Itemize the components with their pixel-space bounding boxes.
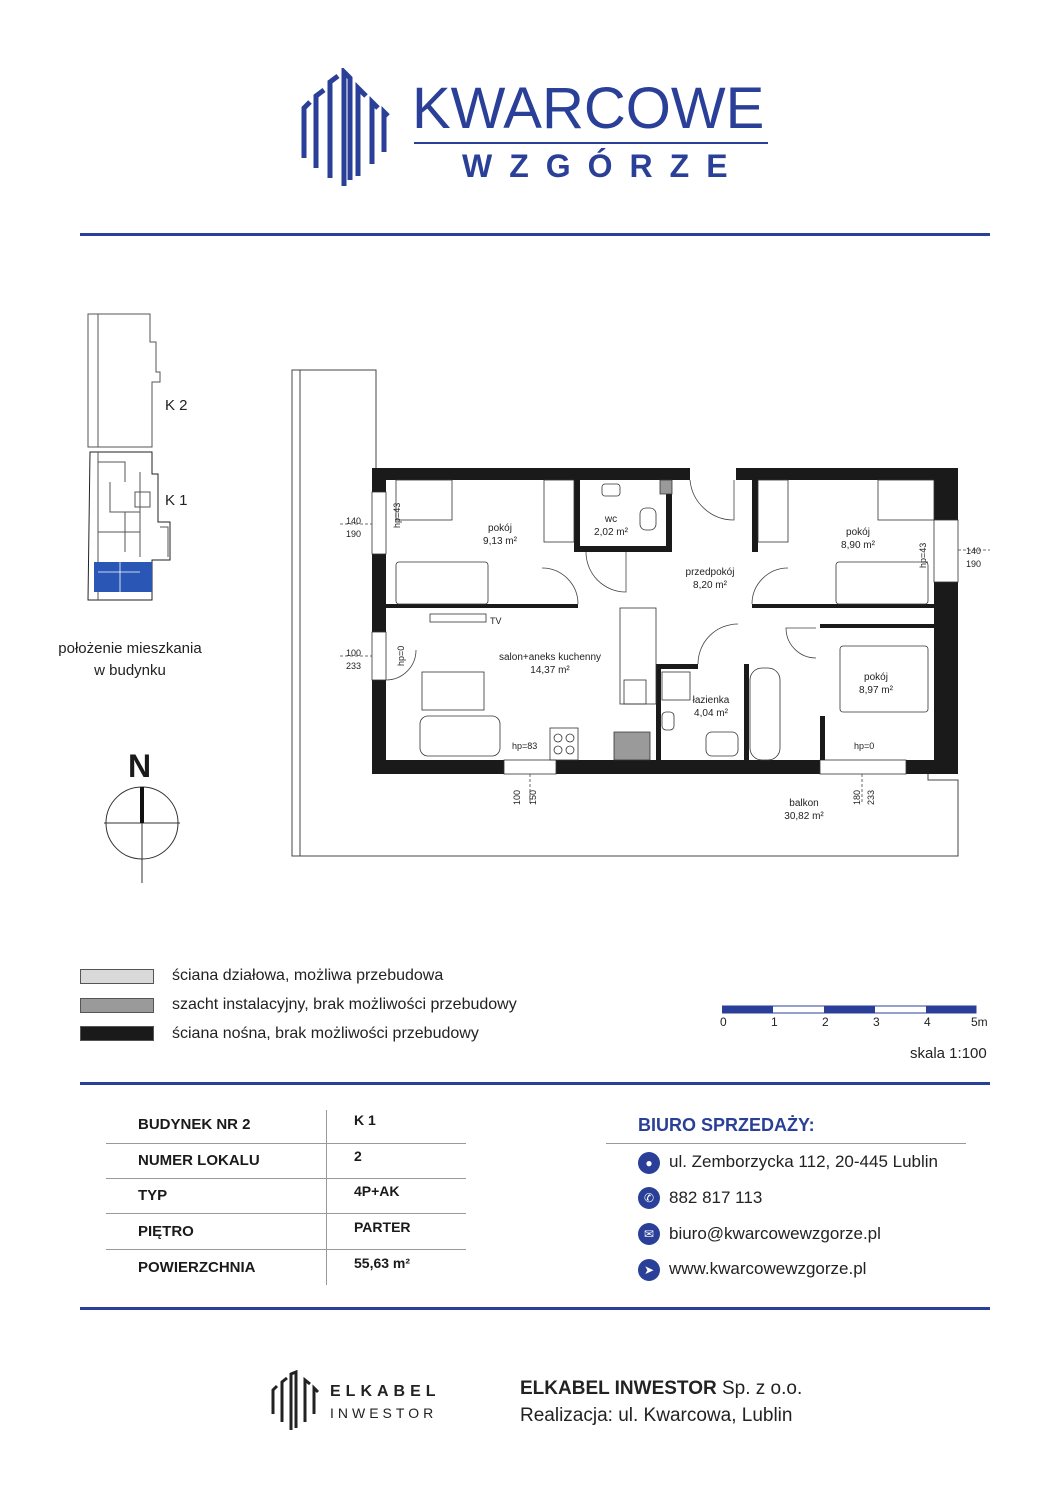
info-row: BUDYNEK NR 2 K 1 [106, 1107, 466, 1144]
elkabel-name: ELKABEL [330, 1383, 441, 1400]
legend-label: ściana nośna, brak możliwości przebudowy [172, 1025, 479, 1042]
info-value: 55,63 m² [354, 1255, 411, 1271]
scale-tick: 2 [822, 1015, 829, 1029]
scale-tick: 1 [771, 1015, 778, 1029]
info-row: TYP 4P+AK [106, 1178, 466, 1214]
scale-tick: 3 [873, 1015, 880, 1029]
sales-address: ul. Zemborzycka 112, 20-445 Lublin [669, 1152, 939, 1171]
info-key: PIĘTRO [138, 1223, 194, 1240]
info-row: PIĘTRO PARTER [106, 1214, 466, 1250]
window-dim-bottom: 150 [528, 789, 538, 805]
window-hp: hp=83 [512, 741, 538, 751]
location-pin-icon: ● [638, 1152, 660, 1174]
location-caption-line2: w budynku [94, 662, 166, 679]
scale-tick: 4 [924, 1015, 931, 1029]
phone-icon: ✆ [638, 1187, 660, 1209]
window-hp: hp=43 [918, 542, 928, 568]
email-icon: ✉ [638, 1223, 660, 1245]
info-value: 4P+AK [354, 1183, 400, 1199]
legend-swatch-shaft [80, 998, 154, 1013]
brand-title: KWARCOWE [412, 76, 765, 141]
footer-divider [80, 1307, 990, 1310]
info-value: 2 [354, 1148, 362, 1164]
brand-logo-mark [301, 68, 390, 186]
window-dim-top: 140 [346, 516, 362, 526]
brand-underline [414, 142, 768, 144]
legend-swatch-partition [80, 969, 154, 984]
scale-tick: 5m [971, 1015, 988, 1029]
info-row: POWIERZCHNIA 55,63 m² [106, 1250, 466, 1285]
elkabel-logo-mark [271, 1370, 320, 1430]
sales-email[interactable]: biuro@kwarcowewzgorze.pl [669, 1224, 881, 1243]
window-dim-top: 100 [512, 789, 522, 805]
compass-north-label: N [128, 748, 152, 784]
building-label-k1: K 1 [165, 492, 188, 509]
info-row: NUMER LOKALU 2 [106, 1143, 466, 1179]
location-caption-line1: położenie mieszkania [58, 640, 202, 657]
building-label-k2: K 2 [165, 397, 188, 414]
company-name: ELKABEL INWESTOR Sp. z o.o. [520, 1378, 803, 1399]
location-caption: położenie mieszkania w budynku [40, 638, 220, 682]
info-key: BUDYNEK NR 2 [138, 1116, 251, 1133]
legend-label: ściana działowa, możliwa przebudowa [172, 967, 444, 984]
window-hp: hp=0 [854, 741, 875, 751]
legend-swatch-bearing [80, 1026, 154, 1041]
info-value: PARTER [354, 1219, 411, 1235]
scale-label: skala 1:100 [910, 1045, 987, 1062]
legend-label: szacht instalacyjny, brak możliwości prz… [172, 996, 517, 1013]
window-dim-bottom: 233 [866, 789, 876, 805]
sales-website[interactable]: www.kwarcowewzgorze.pl [669, 1259, 867, 1278]
company-address: Realizacja: ul. Kwarcowa, Lublin [520, 1405, 793, 1426]
window-dim-top: 100 [346, 648, 362, 658]
window-hp: hp=0 [396, 645, 406, 666]
info-key: POWIERZCHNIA [138, 1259, 256, 1276]
sales-divider [606, 1143, 966, 1144]
window-dim-top: 140 [966, 546, 982, 556]
section-divider [80, 1082, 990, 1085]
window-dim-bottom: 233 [346, 661, 362, 671]
brand-subtitle: WZGÓRZE [462, 148, 745, 184]
floor-plan [291, 369, 990, 857]
info-key: NUMER LOKALU [138, 1152, 260, 1169]
scale-bar [722, 1005, 977, 1014]
compass-icon [104, 786, 180, 883]
info-key: TYP [138, 1187, 168, 1204]
scale-tick: 0 [720, 1015, 727, 1029]
window-dim-bottom: 190 [966, 559, 982, 569]
window-hp: hp=43 [392, 502, 402, 528]
header-divider [80, 233, 990, 236]
cursor-icon: ➤ [638, 1259, 660, 1281]
window-dim-top: 180 [852, 789, 862, 805]
building-location-diagram [87, 313, 171, 601]
sales-office-title: BIURO SPRZEDAŻY: [638, 1115, 815, 1135]
tv-label: TV [490, 616, 502, 626]
info-table-divider [326, 1110, 327, 1285]
window-dim-bottom: 190 [346, 529, 362, 539]
sales-phone[interactable]: 882 817 113 [669, 1188, 763, 1207]
elkabel-subtitle: INWESTOR [330, 1405, 438, 1421]
info-value: K 1 [354, 1112, 376, 1128]
